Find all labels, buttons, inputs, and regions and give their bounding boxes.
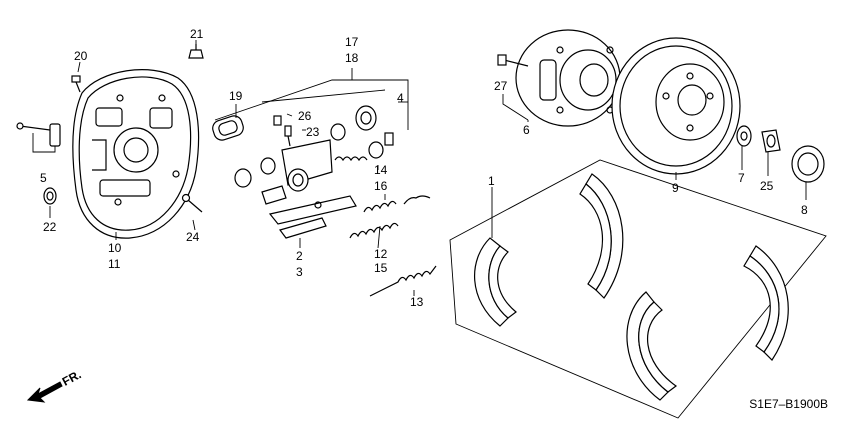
callout-11: 11	[108, 257, 121, 271]
spring-12[interactable]	[349, 222, 399, 239]
diagram-code: S1E7–B1900B	[749, 397, 828, 411]
bolt-21[interactable]	[188, 44, 204, 59]
callout-8: 8	[801, 203, 808, 217]
brake-drum[interactable]	[611, 37, 741, 175]
callout-18: 18	[345, 51, 359, 65]
bolt-24[interactable]	[181, 193, 203, 213]
clip-22[interactable]	[43, 187, 57, 205]
washer-7[interactable]	[736, 125, 752, 147]
callout-4: 4	[397, 91, 404, 105]
callout-6: 6	[523, 123, 530, 137]
spring-13[interactable]	[369, 265, 437, 297]
callout-22: 22	[43, 220, 57, 234]
callout-16: 16	[374, 179, 388, 193]
callout-17: 17	[345, 35, 359, 49]
bolt-20[interactable]	[71, 75, 81, 93]
callout-25: 25	[760, 179, 774, 193]
backing-plate[interactable]	[72, 69, 200, 239]
callout-27: 27	[494, 79, 508, 93]
callout-10: 10	[108, 241, 122, 255]
direction-arrow-icon	[26, 381, 63, 403]
brake-shoe-set[interactable]	[449, 159, 827, 419]
pin-5[interactable]	[16, 122, 61, 153]
callout-20: 20	[74, 49, 88, 63]
callout-5: 5	[40, 171, 47, 185]
hub[interactable]	[497, 29, 621, 127]
callout-1: 1	[488, 174, 495, 188]
callout-12: 12	[374, 247, 388, 261]
callout-9: 9	[672, 181, 679, 195]
cap-8[interactable]	[791, 145, 825, 183]
callout-19: 19	[229, 89, 243, 103]
adjuster[interactable]	[268, 195, 357, 248]
callout-7: 7	[738, 171, 745, 185]
callout-21: 21	[190, 27, 204, 41]
spring-16[interactable]	[363, 195, 431, 213]
leader-lines	[49, 40, 807, 296]
callout-13: 13	[410, 295, 424, 309]
callout-2: 2	[296, 249, 303, 263]
wheel-cylinder-assembly[interactable]	[211, 79, 409, 205]
nut-25[interactable]	[761, 129, 781, 153]
callout-14: 14	[374, 163, 388, 177]
callout-23: 23	[306, 125, 320, 139]
callout-26: 26	[298, 109, 312, 123]
callout-24: 24	[186, 230, 200, 244]
callout-15: 15	[374, 261, 388, 275]
callout-3: 3	[296, 265, 303, 279]
